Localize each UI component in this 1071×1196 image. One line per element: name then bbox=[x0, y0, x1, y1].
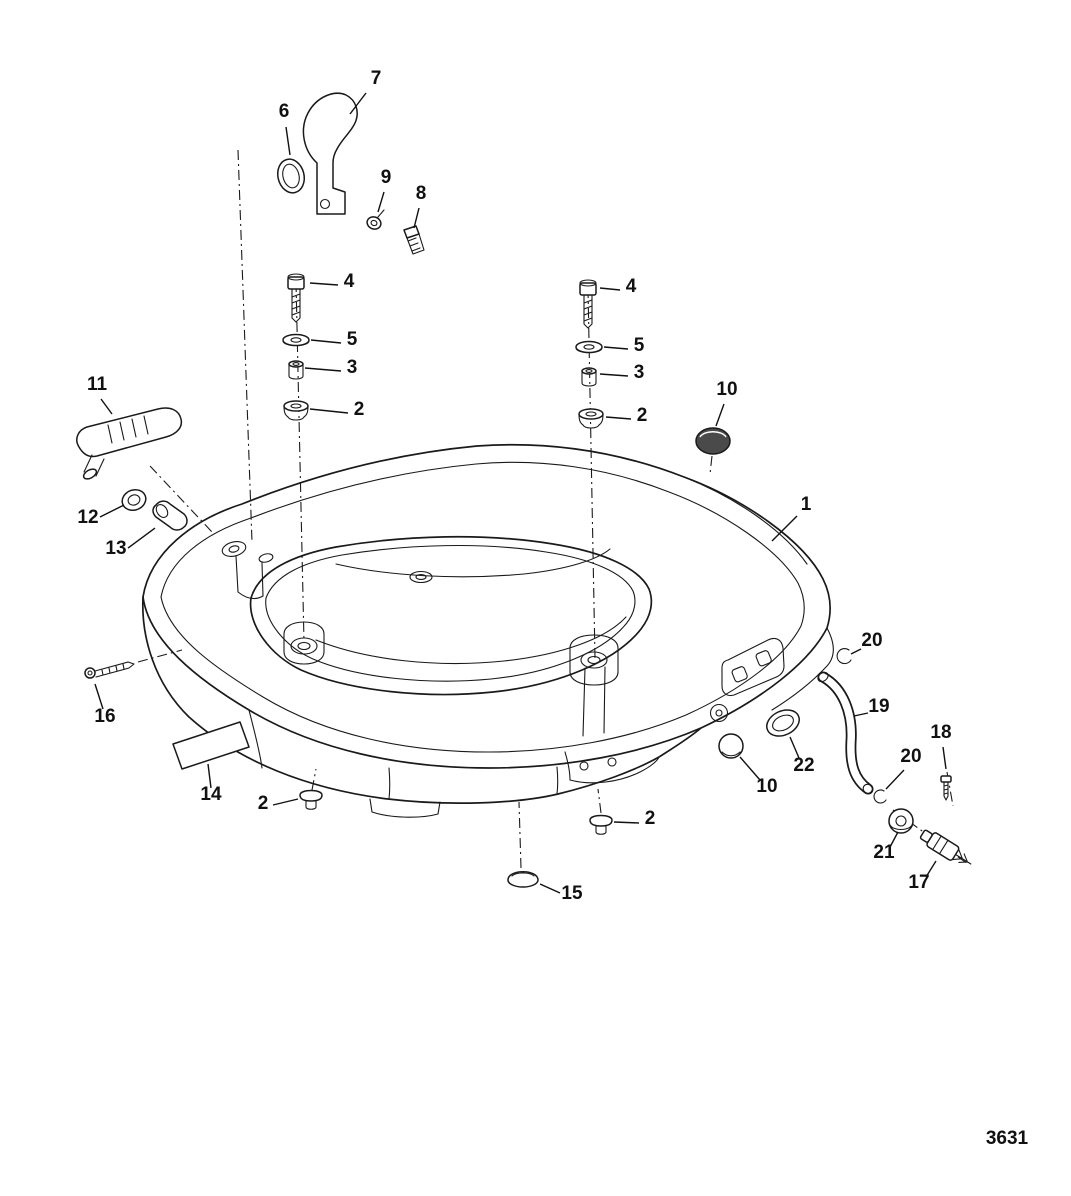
callout-leader-line bbox=[889, 831, 899, 848]
callout-leader-line bbox=[100, 398, 113, 415]
callout-label: 13 bbox=[105, 538, 126, 559]
callout-leader-line bbox=[603, 346, 629, 350]
callout-label: 16 bbox=[94, 706, 115, 727]
washer-21 bbox=[888, 808, 914, 834]
callout-label: 12 bbox=[77, 507, 98, 528]
callout-leader-line bbox=[942, 746, 947, 770]
callout-leader-line bbox=[207, 763, 212, 789]
callout-label: 10 bbox=[756, 776, 777, 797]
callout-leader-line bbox=[599, 287, 621, 291]
bottom-cowl bbox=[141, 443, 834, 818]
callout-label: 5 bbox=[347, 329, 358, 350]
callout-label: 8 bbox=[416, 183, 427, 204]
callout-label: 20 bbox=[861, 630, 882, 651]
callout-leader-line bbox=[853, 712, 869, 717]
drain-hose bbox=[817, 671, 874, 795]
callout-label: 19 bbox=[868, 696, 889, 717]
callout-label: 4 bbox=[626, 276, 637, 297]
callout-leader-line bbox=[715, 403, 725, 427]
callout-label: 3 bbox=[634, 362, 645, 383]
callout-label: 7 bbox=[371, 68, 382, 89]
callout-leader-line bbox=[377, 191, 385, 213]
cap-plug-top bbox=[695, 427, 731, 455]
callout-label: 2 bbox=[637, 405, 648, 426]
callout-label: 15 bbox=[561, 883, 583, 904]
callout-leader-line bbox=[925, 860, 937, 878]
callout-label: 14 bbox=[200, 784, 222, 805]
fuel-connector bbox=[919, 829, 972, 865]
callout-leader-line bbox=[285, 126, 291, 156]
callout-label: 10 bbox=[716, 379, 737, 400]
callout-leader-line bbox=[99, 504, 125, 518]
callout-label: 2 bbox=[645, 808, 656, 829]
callout-label: 4 bbox=[344, 271, 355, 292]
callout-leader-line bbox=[94, 683, 104, 710]
decal-strip bbox=[172, 721, 250, 770]
callout-leader-line bbox=[599, 373, 629, 377]
callout-leader-line bbox=[771, 515, 798, 542]
callout-leader-line bbox=[304, 367, 342, 372]
callout-label: 17 bbox=[908, 872, 929, 893]
callout-leader-line bbox=[349, 92, 367, 115]
hose-clip-top bbox=[836, 648, 852, 665]
callout-leader-line bbox=[739, 756, 761, 781]
callout-label: 22 bbox=[793, 755, 814, 776]
assembly-centerlines bbox=[137, 149, 969, 869]
callout-label: 1 bbox=[801, 494, 812, 515]
callout-label: 2 bbox=[354, 399, 365, 420]
callout-leader-line bbox=[272, 798, 299, 806]
right-bolt-stack bbox=[575, 279, 604, 429]
callout-leader-line bbox=[850, 648, 862, 655]
callout-label: 18 bbox=[930, 722, 951, 743]
callout-leader-line bbox=[605, 416, 632, 420]
cap-plug-bottom bbox=[718, 733, 744, 759]
left-bolt-stack bbox=[282, 273, 310, 421]
callout-leader-line bbox=[539, 883, 561, 894]
hose-clip-bottom bbox=[873, 789, 887, 804]
screw-18 bbox=[940, 775, 952, 801]
callout-label: 6 bbox=[279, 101, 290, 122]
callout-label: 11 bbox=[87, 374, 108, 395]
callout-leader-line bbox=[789, 736, 800, 759]
callout-label: 2 bbox=[258, 793, 269, 814]
oval-grommet bbox=[766, 709, 800, 737]
callout-label: 20 bbox=[900, 746, 921, 767]
drain-plug bbox=[507, 871, 539, 888]
latch-hook bbox=[276, 92, 425, 255]
callout-label: 21 bbox=[873, 842, 895, 863]
callout-leader-line bbox=[310, 339, 342, 344]
callout-label: 9 bbox=[381, 167, 392, 188]
bottom-grommet-right bbox=[589, 814, 613, 835]
callout-leader-line bbox=[885, 769, 905, 790]
callout-leader-line bbox=[309, 408, 349, 414]
callout-leader-line bbox=[127, 527, 156, 549]
pin-screw bbox=[84, 661, 135, 679]
callout-leader-line bbox=[413, 207, 420, 229]
drawing-number: 3631 bbox=[986, 1128, 1029, 1149]
callout-label: 3 bbox=[347, 357, 358, 378]
callout-leader-line bbox=[309, 282, 339, 286]
callout-label: 5 bbox=[634, 335, 645, 356]
callout-leader-line bbox=[613, 821, 640, 824]
latch-handle bbox=[76, 407, 188, 531]
bottom-grommet-left bbox=[299, 789, 323, 810]
